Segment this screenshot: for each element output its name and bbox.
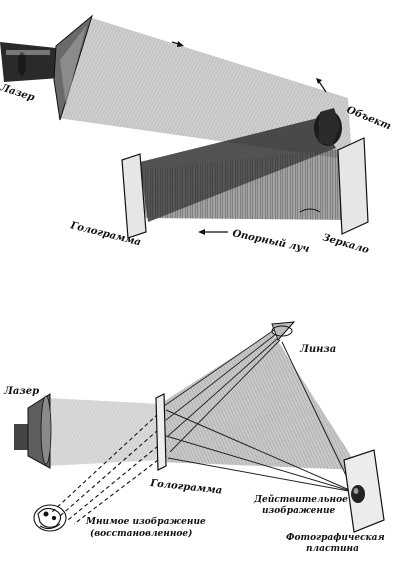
reference-beam-hatch — [140, 148, 352, 220]
beam-direction-arrow-top — [171, 41, 184, 47]
label-photo-plate-1: Фотографическая — [286, 533, 385, 543]
label-laser-bottom: Лазер — [3, 386, 39, 397]
label-mirror: Зеркало — [321, 232, 370, 256]
label-reference-beam: Опорный луч — [231, 228, 310, 255]
laser-device-bottom — [14, 393, 52, 469]
label-laser-top: Лазер — [0, 82, 36, 104]
object-figurine — [314, 78, 342, 146]
bottom-diagram: Лазер Линза Голограмма Действительное из… — [3, 321, 385, 554]
label-real-image-1: Действительное — [253, 494, 348, 505]
hologram-plate-bottom — [155, 393, 167, 471]
label-hologram-bottom: Голограмма — [149, 478, 223, 497]
laser-device-top — [0, 42, 60, 82]
rays-to-lens — [163, 329, 281, 453]
illumination-beam-shade — [58, 18, 352, 160]
label-lens: Линза — [299, 344, 336, 355]
mirror-plate — [337, 137, 369, 235]
virtual-image — [33, 504, 67, 532]
hologram-plate-top — [121, 153, 147, 239]
label-photo-plate-2: пластина — [306, 544, 359, 554]
reference-beam-arrow — [198, 229, 228, 235]
rays-to-real-image — [165, 341, 355, 493]
label-real-image-2: изображение — [262, 505, 335, 516]
real-image — [351, 485, 365, 503]
label-virtual-image-1: Мнимое изображение — [85, 516, 206, 527]
label-virtual-image-2: (восстановленное) — [90, 528, 192, 539]
virtual-rays — [51, 413, 159, 525]
label-object: Объект — [345, 105, 393, 133]
lens — [271, 321, 296, 341]
top-diagram: Лазер Объект Голограмма Опорный луч Зерк… — [0, 14, 393, 256]
